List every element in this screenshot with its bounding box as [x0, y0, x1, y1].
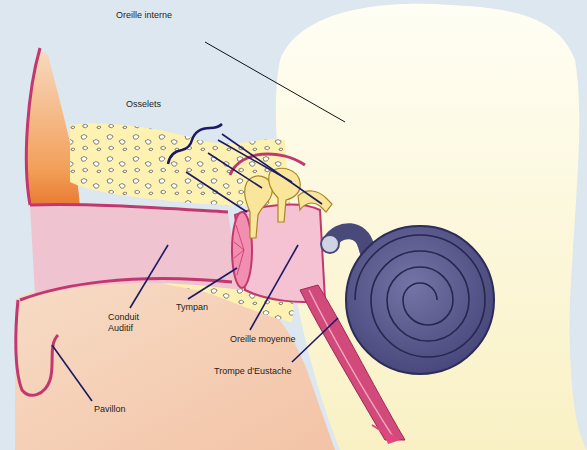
lobe-outline: [16, 300, 58, 395]
oval-window: [321, 235, 339, 253]
stapes: [298, 191, 332, 212]
skull-region: [276, 4, 587, 450]
air-arrow-shaft: [372, 425, 396, 440]
part-label: Oreille interne: [116, 10, 172, 21]
helix-outline: [26, 48, 40, 205]
part-label: Conduit Auditif: [108, 312, 152, 334]
part-label: Oreille moyenne: [230, 334, 296, 345]
bracket: [168, 124, 222, 164]
eardrum-rays: [234, 225, 244, 275]
canal-wall-top: [30, 205, 228, 212]
part-label: Tympan: [176, 302, 208, 313]
incus: [269, 168, 301, 222]
canal-wall-bottom: [20, 278, 232, 300]
part-label: Osselets: [126, 99, 161, 110]
leader-lines: [52, 134, 338, 401]
cochlea: [346, 226, 494, 374]
cochlea-spiral: [355, 235, 485, 357]
leader-line: [205, 42, 345, 122]
part-label: Trompe d'Eustache: [214, 366, 291, 377]
part-label: Pavillon: [94, 404, 126, 415]
eardrum: [232, 212, 252, 288]
